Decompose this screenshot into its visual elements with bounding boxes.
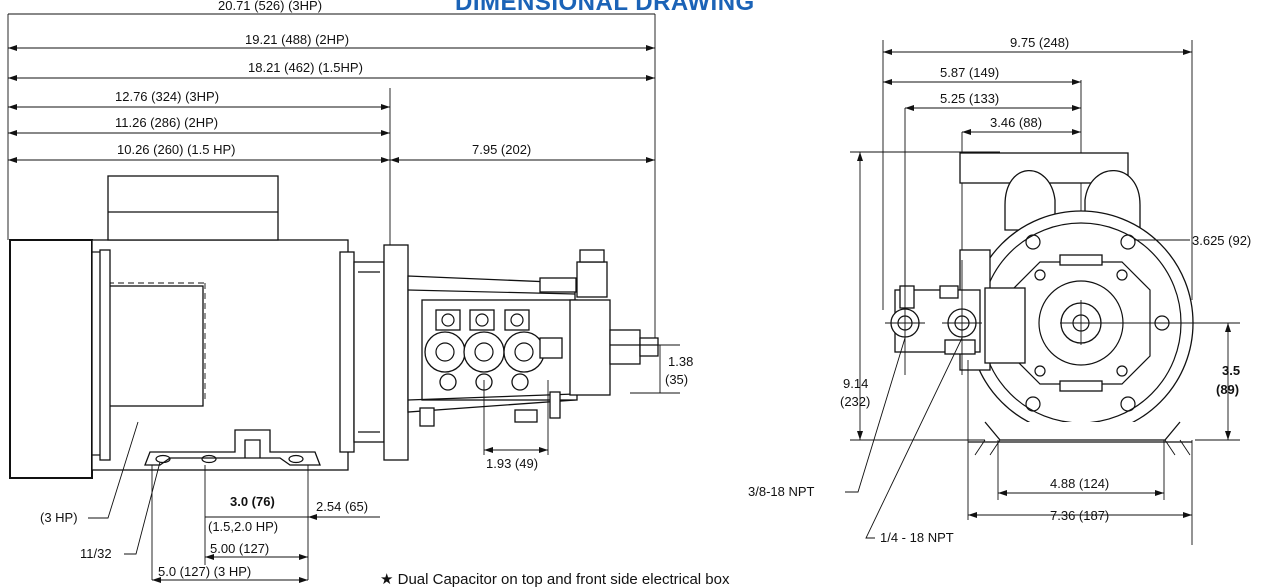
svg-text:(1.5,2.0 HP): (1.5,2.0 HP) <box>208 519 278 534</box>
label-npt-14: 1/4 - 18 NPT <box>865 337 963 545</box>
dim-pump-length: 7.95 (202) <box>390 142 655 163</box>
dim-overall-2hp: 19.21 (488) (2HP) <box>8 32 655 51</box>
svg-text:3/8-18 NPT: 3/8-18 NPT <box>748 484 815 499</box>
dim-front-width: 9.75 (248) <box>883 35 1192 55</box>
pump-manifold-front <box>885 249 1240 375</box>
svg-text:5.87 (149): 5.87 (149) <box>940 65 999 80</box>
dim-base-5-00: 5.00 (127) <box>205 541 308 560</box>
dim-bolt-circle: 3.625 (92) <box>1135 233 1251 248</box>
svg-text:3.46 (88): 3.46 (88) <box>990 115 1042 130</box>
svg-text:5.00 (127): 5.00 (127) <box>210 541 269 556</box>
svg-text:20.71 (526) (3HP): 20.71 (526) (3HP) <box>218 0 322 13</box>
svg-text:1.38: 1.38 <box>668 354 693 369</box>
svg-text:5.0 (127) (3 HP): 5.0 (127) (3 HP) <box>158 564 251 579</box>
dim-overall-3hp: 20.71 (526) (3HP) <box>8 0 655 15</box>
svg-text:7.95 (202): 7.95 (202) <box>472 142 531 157</box>
svg-text:9.14: 9.14 <box>843 376 868 391</box>
dim-base-736: 7.36 (187) <box>968 508 1192 523</box>
label-npt-38: 3/8-18 NPT <box>748 337 906 499</box>
svg-text:18.21 (462) (1.5HP): 18.21 (462) (1.5HP) <box>248 60 363 75</box>
dim-motor-15hp: 10.26 (260) (1.5 HP) <box>8 142 390 163</box>
dim-shaft-height: 3.5 (89) <box>1195 323 1240 441</box>
svg-text:12.76 (324) (3HP): 12.76 (324) (3HP) <box>115 89 219 104</box>
svg-text:1/4 - 18 NPT: 1/4 - 18 NPT <box>880 530 954 545</box>
svg-text:2.54 (65): 2.54 (65) <box>316 499 368 514</box>
svg-text:3.0 (76): 3.0 (76) <box>230 494 275 509</box>
svg-text:5.25 (133): 5.25 (133) <box>940 91 999 106</box>
dim-front-346: 3.46 (88) <box>962 115 1081 135</box>
svg-text:19.21 (488) (2HP): 19.21 (488) (2HP) <box>245 32 349 47</box>
front-view: 9.75 (248) 5.87 (149) 5.25 (133) 3.46 (8… <box>748 35 1251 545</box>
svg-text:1.93 (49): 1.93 (49) <box>486 456 538 471</box>
dim-outlet-height: 1.38 (35) <box>630 344 693 394</box>
svg-text:(232): (232) <box>840 394 870 409</box>
svg-text:7.36 (187): 7.36 (187) <box>1050 508 1109 523</box>
dim-front-525: 5.25 (133) <box>905 91 1081 111</box>
dim-motor-2hp: 11.26 (286) (2HP) <box>8 115 390 136</box>
dim-base-5-0-3hp: 5.0 (127) (3 HP) <box>152 564 308 583</box>
svg-text:3.625 (92): 3.625 (92) <box>1192 233 1251 248</box>
side-view: 20.71 (526) (3HP) 19.21 (488) (2HP) 18.2… <box>7 0 693 583</box>
svg-text:(35): (35) <box>665 372 688 387</box>
label-3hp: (3 HP) <box>40 421 139 525</box>
label-slot: 11/32 <box>80 461 161 561</box>
dim-manifold-width: 1.93 (49) <box>483 380 549 471</box>
dim-base-2-54: 2.54 (65) <box>308 499 380 520</box>
dim-motor-3hp: 12.76 (324) (3HP) <box>8 89 390 110</box>
dim-overall-15hp: 18.21 (462) (1.5HP) <box>8 60 655 81</box>
svg-text:11/32: 11/32 <box>80 546 112 561</box>
svg-text:10.26 (260) (1.5 HP): 10.26 (260) (1.5 HP) <box>117 142 236 157</box>
pump-head <box>407 249 659 427</box>
svg-text:9.75 (248): 9.75 (248) <box>1010 35 1069 50</box>
page-title: DIMENSIONAL DRAWING <box>455 0 755 16</box>
svg-text:4.88 (124): 4.88 (124) <box>1050 476 1109 491</box>
dim-base-3-0: 3.0 (76) (1.5,2.0 HP) <box>205 494 308 534</box>
motor-body <box>9 175 409 479</box>
svg-text:3.5: 3.5 <box>1222 363 1240 378</box>
dim-front-height: 9.14 (232) <box>840 151 1000 441</box>
footnote: ★ Dual Capacitor on top and front side e… <box>380 571 730 588</box>
dim-front-587: 5.87 (149) <box>883 65 1081 85</box>
dim-base-488: 4.88 (124) <box>998 476 1164 496</box>
svg-text:11.26 (286) (2HP): 11.26 (286) (2HP) <box>115 115 218 130</box>
svg-text:(3 HP): (3 HP) <box>40 510 78 525</box>
motor-base <box>144 429 321 466</box>
svg-text:(89): (89) <box>1216 382 1239 397</box>
